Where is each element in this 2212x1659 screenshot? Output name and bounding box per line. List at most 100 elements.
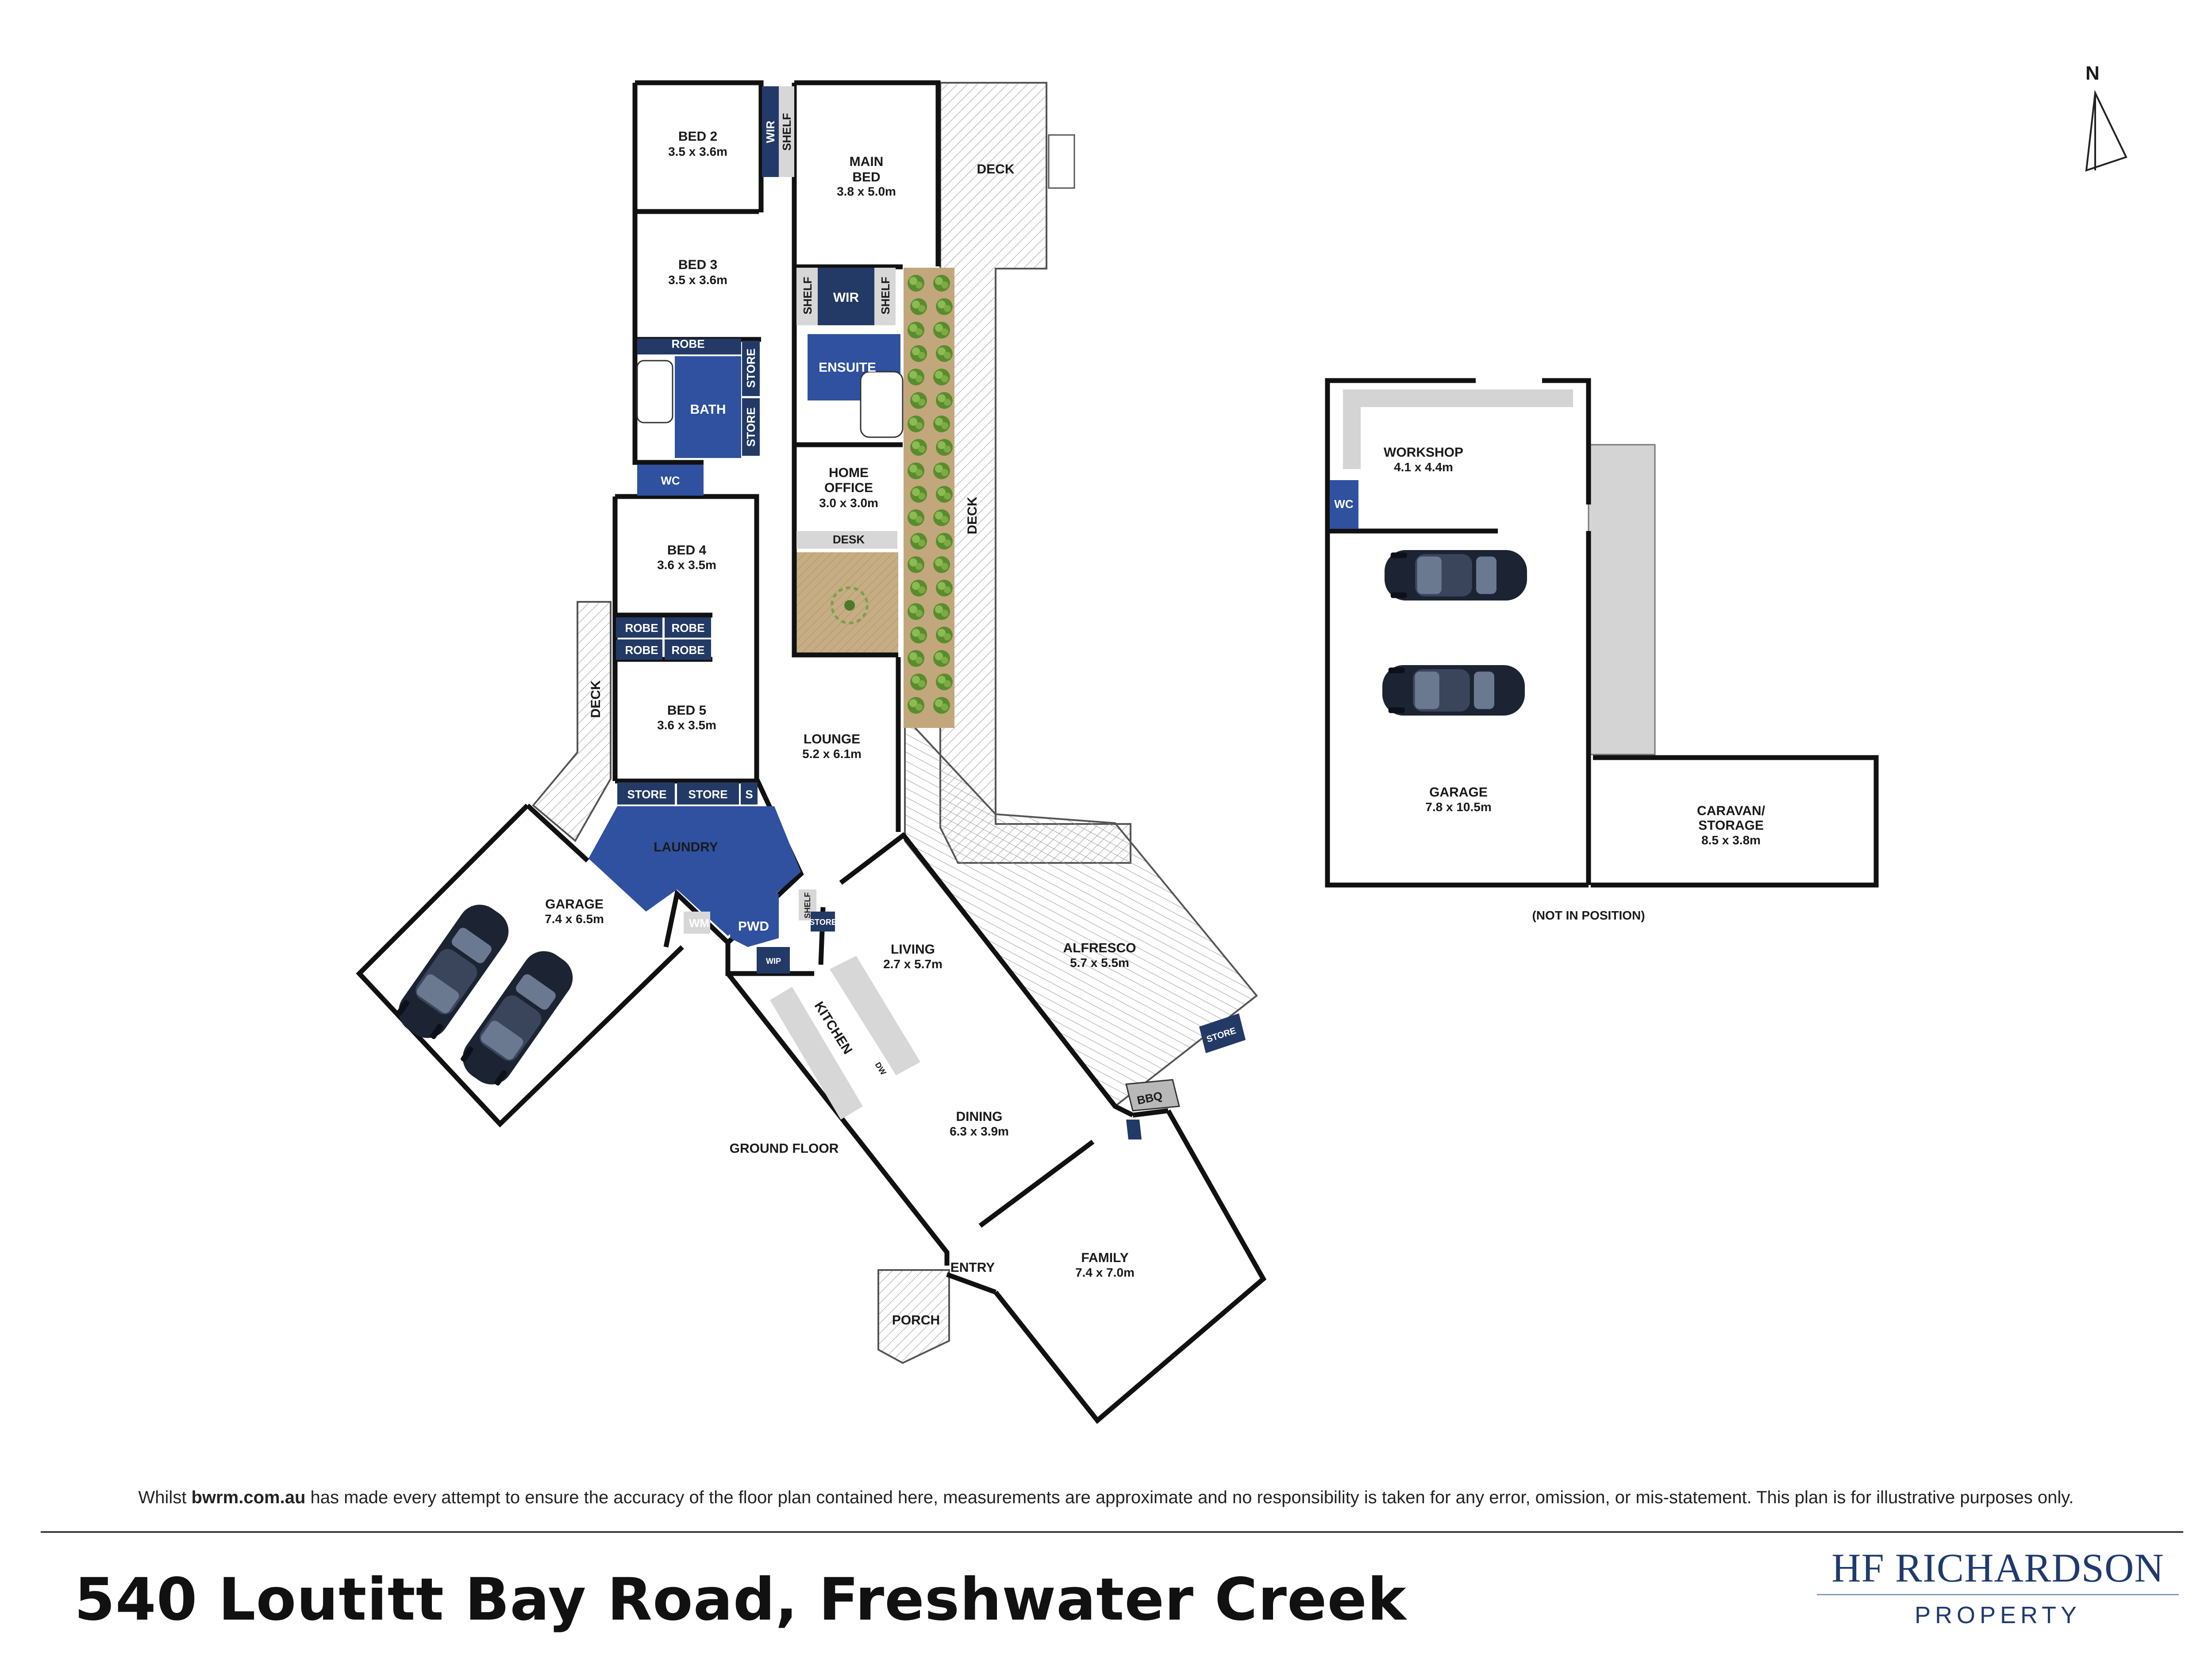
wir-bed2 — [762, 86, 779, 177]
disclaimer: Whilst bwrm.com.au has made every attemp… — [0, 1488, 2212, 1508]
deck-side-label: DECK — [965, 497, 980, 534]
desk-label: DESK — [833, 533, 865, 546]
plant-icon — [933, 462, 950, 479]
not-in-position-label: (NOT IN POSITION) — [1532, 908, 1645, 922]
shelf-ensuite-right — [874, 268, 896, 325]
store-l1-label: STORE — [627, 788, 666, 801]
workshop-bench — [1343, 389, 1573, 407]
wc-shed-label: WC — [1334, 497, 1354, 511]
pwd-room — [730, 894, 779, 947]
living-name: LIVING — [891, 942, 935, 957]
robe-1 — [616, 617, 662, 638]
shelf-bed2-label: SHELF — [780, 113, 793, 150]
plant-icon — [933, 603, 950, 620]
plant-icon — [908, 416, 924, 432]
footer-divider — [41, 1531, 2183, 1533]
robe-1-label: ROBE — [625, 621, 658, 635]
plant-icon — [936, 392, 953, 409]
home-office-name-1: HOME — [829, 466, 869, 480]
robe-2 — [665, 617, 711, 638]
family-name: FAMILY — [1081, 1251, 1128, 1265]
main-house-walls — [356, 80, 1267, 1424]
ensuite-label: ENSUITE — [819, 360, 876, 375]
plant-icon — [933, 275, 950, 292]
disclaimer-link[interactable]: bwrm.com.au — [191, 1488, 306, 1507]
garage-shed-name: GARAGE — [1429, 785, 1488, 800]
alfresco-name: ALFRESCO — [1063, 941, 1136, 955]
caravan-name-1: CARAVAN/ — [1697, 804, 1766, 818]
garage-main-name: GARAGE — [545, 897, 604, 912]
wir-main-label: WIR — [833, 290, 859, 305]
pwd-label: PWD — [738, 919, 769, 934]
home-office-dims: 3.0 x 3.0m — [819, 496, 878, 510]
logo-name: HF RICHARDSON — [1831, 1545, 2164, 1590]
store-pwd-label: STORE — [809, 918, 837, 927]
caravan-name-2: STORAGE — [1698, 818, 1764, 833]
workshop-dims: 4.1 x 4.4m — [1394, 460, 1453, 474]
property-address: 540 Loutitt Bay Road, Freshwater Creek — [74, 1566, 1407, 1634]
deck-steps — [1048, 134, 1075, 189]
shelf-bed2 — [779, 86, 794, 177]
agency-logo: HF RICHARDSON PROPERTY — [1814, 1544, 2181, 1629]
plant-icon — [936, 674, 953, 690]
store-bath-1 — [742, 341, 760, 396]
robe-bath-label: ROBE — [671, 337, 704, 350]
wm-box — [684, 912, 710, 934]
plant-icon — [933, 369, 950, 385]
plant-icon — [910, 533, 927, 550]
wc-shed — [1330, 480, 1358, 529]
plant-icon — [908, 556, 924, 573]
bed5-dims: 3.6 x 3.5m — [657, 718, 716, 732]
robe-bath — [637, 339, 741, 354]
plant-icon — [933, 650, 950, 667]
plant-icon — [936, 345, 953, 362]
entry-label: ENTRY — [950, 1260, 995, 1275]
store-l2 — [677, 782, 739, 804]
plant-icon — [936, 439, 953, 456]
plant-icon — [910, 392, 927, 409]
plant-icon — [933, 416, 950, 432]
plant-icon — [933, 556, 950, 573]
wip-label: WIP — [766, 957, 781, 966]
plant-icon — [908, 369, 924, 385]
desk — [796, 531, 897, 549]
home-office-name-2: OFFICE — [824, 481, 873, 495]
wir-main — [818, 268, 874, 325]
lounge-name: LOUNGE — [804, 732, 860, 747]
car-icon — [1382, 665, 1525, 716]
main-bed-name-1: MAIN — [850, 154, 884, 169]
store-s-label: S — [745, 788, 753, 801]
robe-4-label: ROBE — [671, 643, 704, 657]
bed3-dims: 3.5 x 3.6m — [668, 273, 727, 287]
plant-icon — [936, 580, 953, 597]
plant-icon — [908, 650, 924, 667]
garage-main-dims: 7.4 x 6.5m — [545, 912, 604, 926]
workshop-name: WORKSHOP — [1384, 445, 1463, 460]
dining-dims: 6.3 x 3.9m — [950, 1124, 1009, 1138]
dining-name: DINING — [956, 1109, 1003, 1124]
wc-label: WC — [661, 474, 680, 487]
store-l2-label: STORE — [688, 788, 727, 801]
bed3-name: BED 3 — [678, 258, 717, 272]
store-bath-1-label: STORE — [744, 348, 758, 388]
plant-icon — [933, 697, 950, 714]
car-icon — [1385, 550, 1527, 601]
shelf-pwd-label: SHELF — [803, 892, 812, 918]
plant-icon — [908, 322, 924, 339]
bed2-name: BED 2 — [678, 129, 717, 144]
plant-icon — [910, 345, 927, 362]
wir-bed2-label: WIR — [764, 121, 777, 143]
bath-label: BATH — [690, 402, 726, 417]
robe-3 — [616, 639, 662, 660]
shelf-ensuite-left — [796, 268, 818, 325]
plant-icon — [908, 697, 924, 714]
main-bed-name-2: BED — [852, 170, 880, 185]
wip-room — [757, 947, 790, 974]
bbq-bench — [1125, 1079, 1180, 1112]
store-l1 — [617, 782, 675, 804]
plant-icon — [908, 603, 924, 620]
porch-deck — [877, 1269, 950, 1364]
compass-n: N — [2085, 62, 2100, 84]
plant-icon — [910, 486, 927, 503]
